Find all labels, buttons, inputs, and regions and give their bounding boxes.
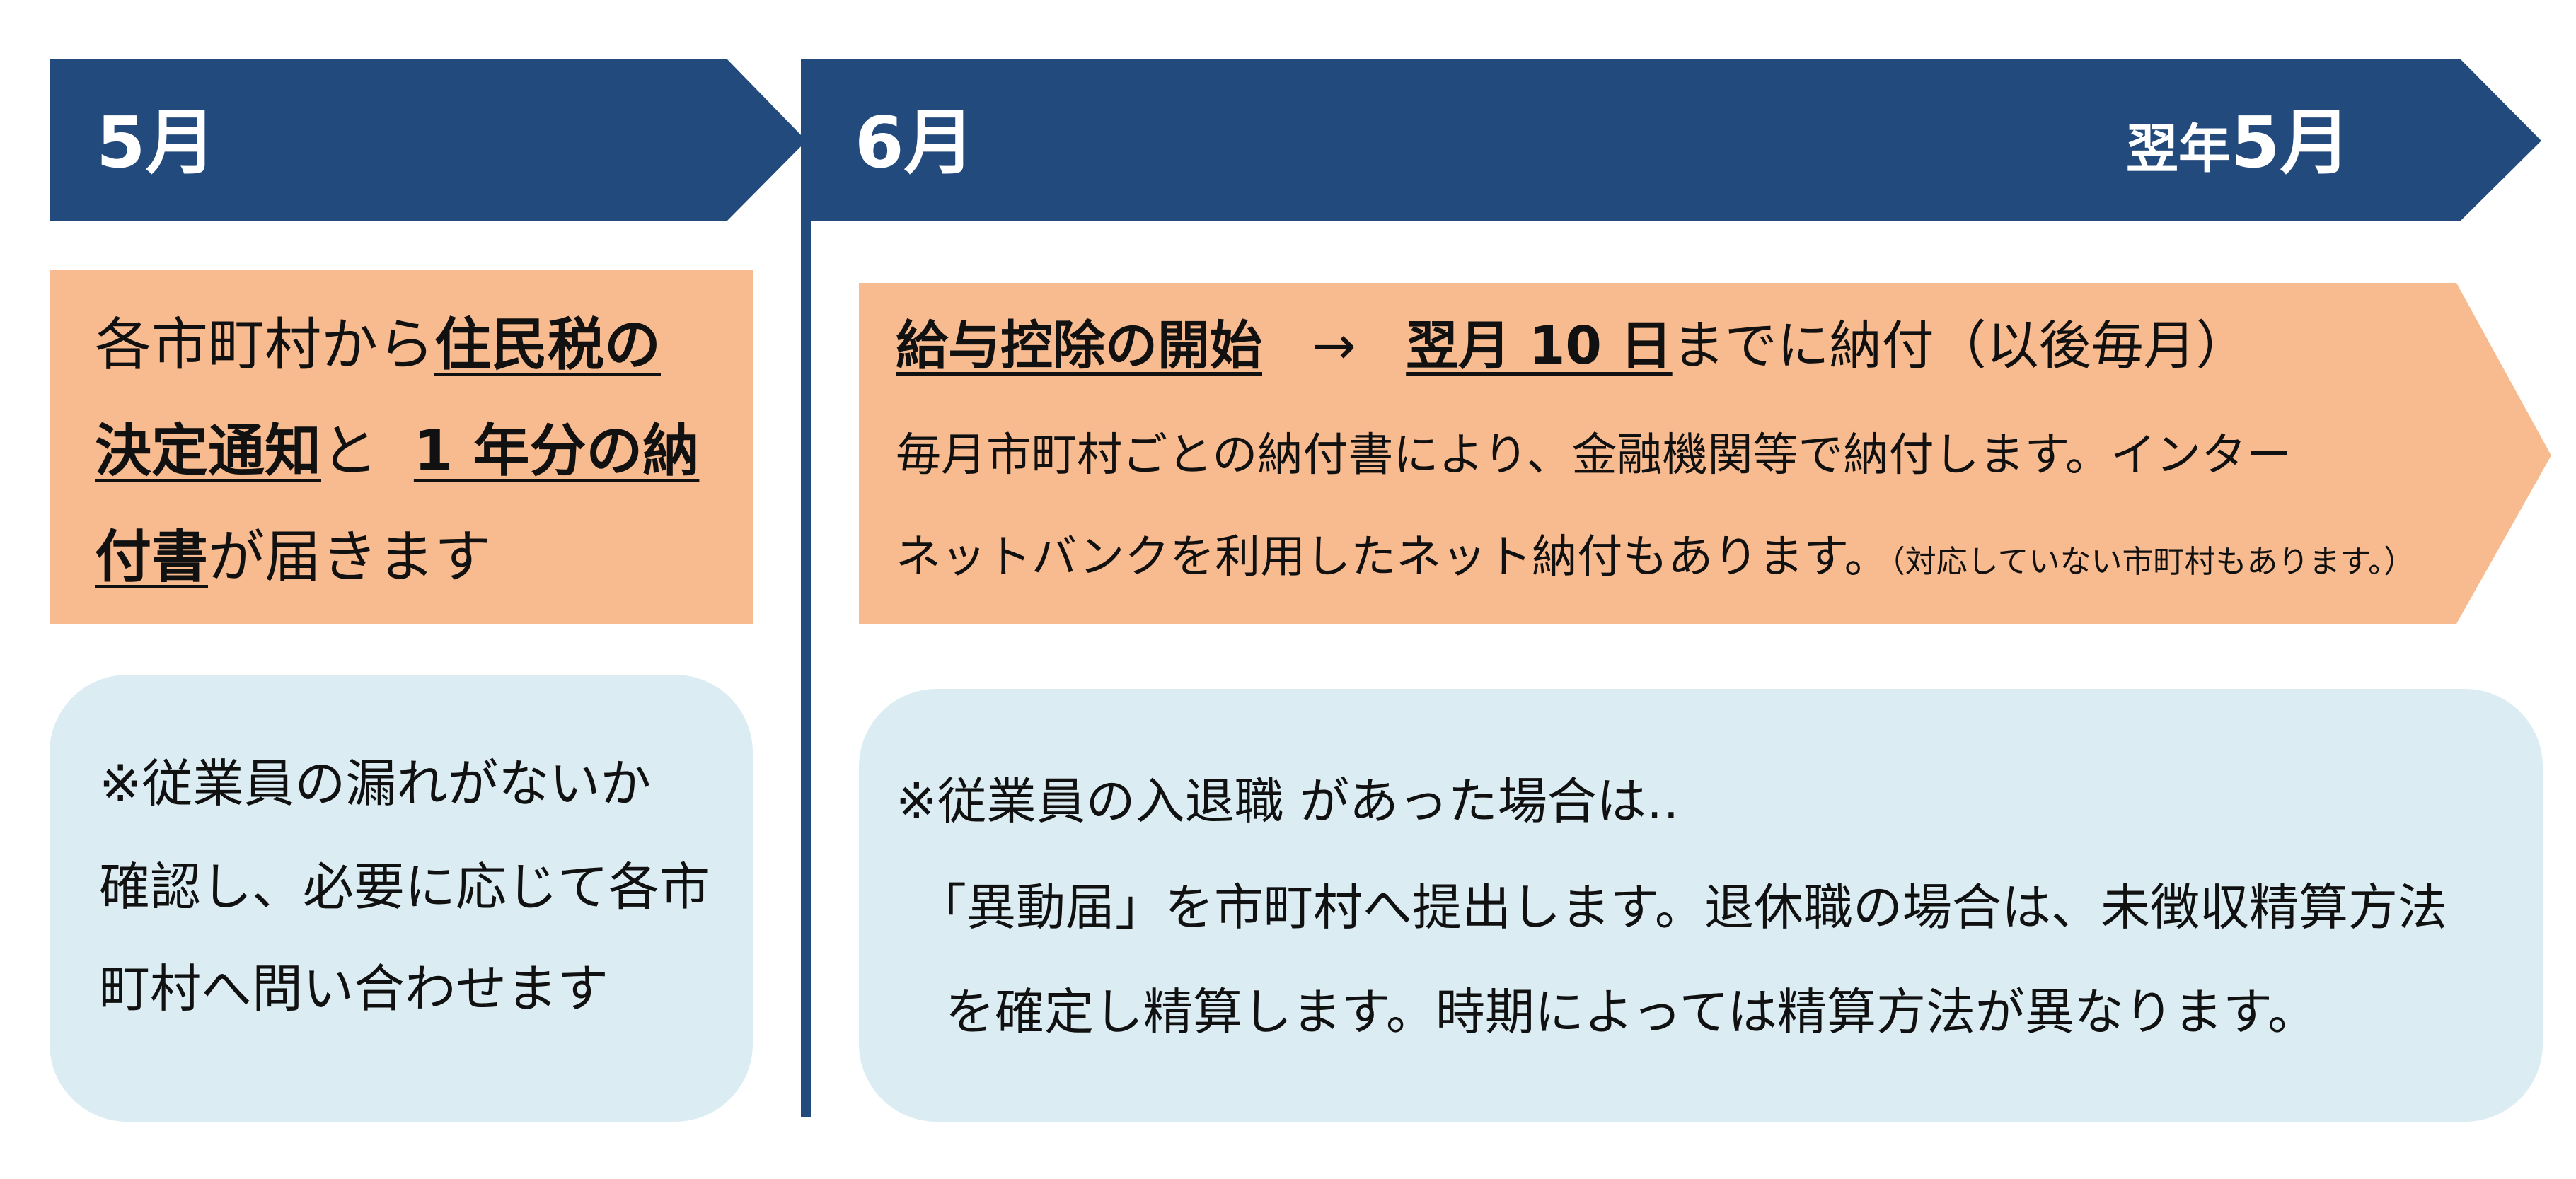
- next-month-10th: 翌月 10 日: [1406, 315, 1673, 376]
- june-header-label: 6月: [855, 101, 975, 184]
- title-rest: までに納付（以後毎月）: [1672, 315, 2248, 376]
- june-payment-line2: 毎月市町村ごとの納付書により、金融機関等で納付します。インター: [896, 429, 2292, 482]
- may-note-line2: 確認し、必要に応じて各市: [99, 857, 711, 917]
- title-arrow: →: [1312, 315, 1356, 376]
- next-may-month: 5月: [2231, 101, 2351, 184]
- payroll-deduction-start: 給与控除の開始: [896, 315, 1262, 376]
- may-notice-line3: 付書が届きます: [95, 529, 491, 586]
- may-notice-box: [50, 270, 753, 624]
- june-payment-title: 給与控除の開始 → 翌月 10 日までに納付（以後毎月）: [896, 320, 2248, 372]
- may-header-arrow: [50, 59, 807, 221]
- june-note-box: [859, 689, 2543, 1122]
- june-header-arrow: [805, 59, 2541, 221]
- may-note-box: [50, 675, 753, 1122]
- may-note-line3: 町村へ問い合わせます: [99, 959, 609, 1018]
- june-payment-line3-note: （対応していない市町村もあります。）: [1889, 544, 2415, 580]
- may-notice-line2: 決定通知と 1 年分の納: [95, 423, 699, 480]
- may-notice-line1-plain: 各市町村から: [95, 312, 434, 378]
- june-note-line2: 「異動届」を市町村へ提出します。退休職の場合は、未徴収精算方法: [917, 878, 2447, 936]
- timeline-divider-line: [801, 59, 811, 1117]
- june-note-line3: を確定し精算します。時期によっては精算方法が異なります。: [945, 983, 2317, 1041]
- june-payment-line3: ネットバンクを利用したネット納付もあります。（対応していない市町村もあります。）: [896, 535, 2415, 580]
- may-notice-line1-emphasis: 住民税の: [434, 312, 661, 378]
- may-notice-year-bill: 1 年分の納: [413, 418, 700, 484]
- june-note-line1: ※従業員の入退職 があった場合は‥: [896, 772, 1680, 830]
- june-payment-arrow: [859, 283, 2551, 624]
- may-header-label: 5月: [96, 101, 216, 184]
- may-notice-line1: 各市町村から住民税の: [95, 317, 661, 373]
- may-notice-line3-plain: が届きます: [208, 524, 491, 590]
- may-note-line1: ※従業員の漏れがないか: [99, 754, 652, 813]
- june-payment-line3-main: ネットバンクを利用したネット納付もあります。: [896, 531, 1890, 583]
- may-notice-decision-notice: 決定通知: [95, 418, 321, 484]
- next-year-prefix: 翌年: [2126, 119, 2231, 180]
- may-notice-bill: 付書: [95, 524, 208, 590]
- may-notice-line2-plain: と: [321, 418, 378, 484]
- next-may-header-label: 翌年5月: [2126, 108, 2351, 178]
